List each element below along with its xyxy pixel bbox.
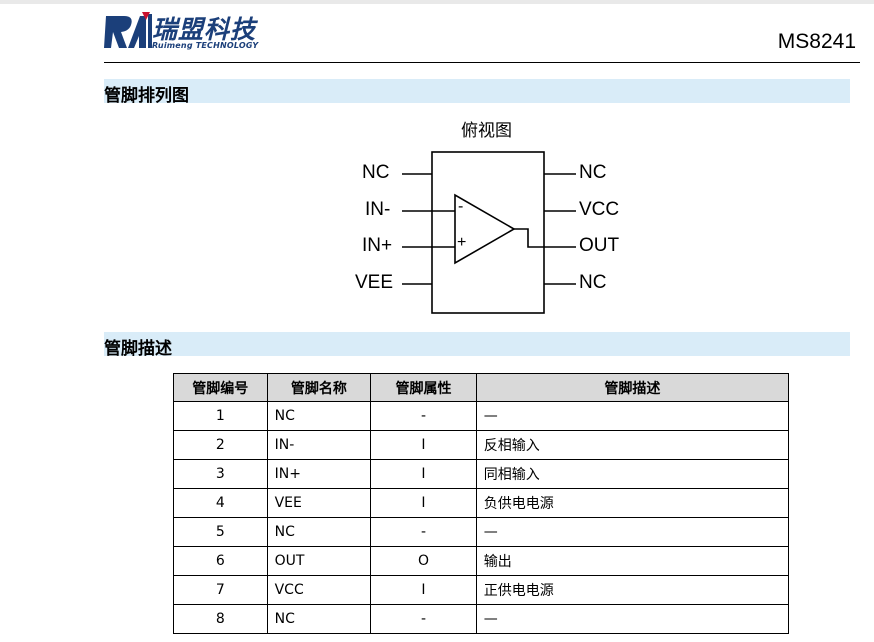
cell-name: VEE	[266, 488, 372, 518]
output-wire	[514, 228, 544, 248]
cell-name: NC	[266, 517, 372, 547]
cell-name: NC	[266, 401, 372, 431]
cell-attribute: O	[370, 546, 477, 576]
cell-number: 7	[173, 575, 268, 605]
section-title-pinout: 管脚排列图	[104, 86, 189, 106]
top-border	[0, 0, 874, 4]
plus-sign: +	[457, 234, 467, 251]
cell-number: 1	[173, 401, 268, 431]
logo-mark-icon	[104, 12, 152, 48]
right-pin-label-8: NC	[579, 162, 607, 183]
part-number: MS8241	[777, 30, 856, 53]
cell-number: 5	[173, 517, 268, 547]
table-row: 1 NC - —	[173, 401, 790, 431]
table-header-row: 管脚编号 管脚名称 管脚属性 管脚描述	[173, 373, 790, 402]
cell-number: 3	[173, 459, 268, 489]
top-view-label: 俯视图	[461, 121, 512, 141]
logo-english-text: Ruimeng TECHNOLOGY	[152, 41, 259, 50]
cell-name: NC	[266, 604, 372, 634]
header-pin-name: 管脚名称	[266, 373, 372, 402]
section-header-description: 管脚描述	[104, 332, 850, 359]
header-rule	[104, 62, 860, 63]
section-title-description: 管脚描述	[104, 339, 172, 359]
company-logo: 瑞盟科技 Ruimeng TECHNOLOGY	[104, 10, 284, 54]
cell-attribute: -	[370, 517, 477, 547]
table-row: 4 VEE I 负供电电源	[173, 488, 790, 518]
right-pin-label-6: OUT	[579, 235, 620, 256]
header-pin-description: 管脚描述	[475, 373, 790, 402]
cell-description: —	[475, 517, 790, 547]
left-pin-label-3: IN+	[362, 235, 393, 256]
table-row: 5 NC - —	[173, 517, 790, 547]
cell-number: 2	[173, 430, 268, 460]
table-row: 2 IN- I 反相输入	[173, 430, 790, 460]
cell-description: 同相输入	[475, 459, 790, 489]
cell-attribute: -	[370, 604, 477, 634]
minus-sign: -	[458, 198, 464, 215]
cell-number: 4	[173, 488, 268, 518]
logo-chinese-text: 瑞盟科技	[152, 15, 257, 44]
cell-attribute: -	[370, 401, 477, 431]
table-row: 8 NC - —	[173, 604, 790, 634]
right-pin-label-5: NC	[579, 272, 607, 293]
cell-name: IN+	[266, 459, 372, 489]
cell-description: 正供电电源	[475, 575, 790, 605]
header-pin-attribute: 管脚属性	[370, 373, 477, 402]
chip-body	[431, 151, 545, 314]
cell-attribute: I	[370, 459, 477, 489]
cell-description: 输出	[475, 546, 790, 576]
cell-name: IN-	[266, 430, 372, 460]
cell-name: OUT	[266, 546, 372, 576]
pinout-schematic	[402, 151, 576, 314]
left-pin-label-2: IN-	[365, 199, 391, 220]
op-amp-symbol	[454, 193, 516, 265]
cell-description: 反相输入	[475, 430, 790, 460]
cell-attribute: I	[370, 430, 477, 460]
cell-description: —	[475, 401, 790, 431]
cell-description: —	[475, 604, 790, 634]
left-pin-label-1: NC	[362, 162, 390, 183]
pinout-diagram: 俯视图 NC IN- IN+ VEE NC VCC OUT NC - +	[340, 112, 640, 322]
table-row: 7 VCC I 正供电电源	[173, 575, 790, 605]
cell-attribute: I	[370, 488, 477, 518]
pin-description-table: 管脚编号 管脚名称 管脚属性 管脚描述 1 NC - — 2 IN- I 反相输…	[173, 373, 790, 634]
cell-description: 负供电电源	[475, 488, 790, 518]
cell-number: 6	[173, 546, 268, 576]
section-header-pinout: 管脚排列图	[104, 79, 850, 106]
table-row: 3 IN+ I 同相输入	[173, 459, 790, 489]
cell-name: VCC	[266, 575, 372, 605]
right-pin-label-7: VCC	[579, 199, 620, 220]
cell-attribute: I	[370, 575, 477, 605]
left-pin-label-4: VEE	[355, 272, 394, 293]
table-row: 6 OUT O 输出	[173, 546, 790, 576]
cell-number: 8	[173, 604, 268, 634]
header-pin-number: 管脚编号	[173, 373, 268, 402]
